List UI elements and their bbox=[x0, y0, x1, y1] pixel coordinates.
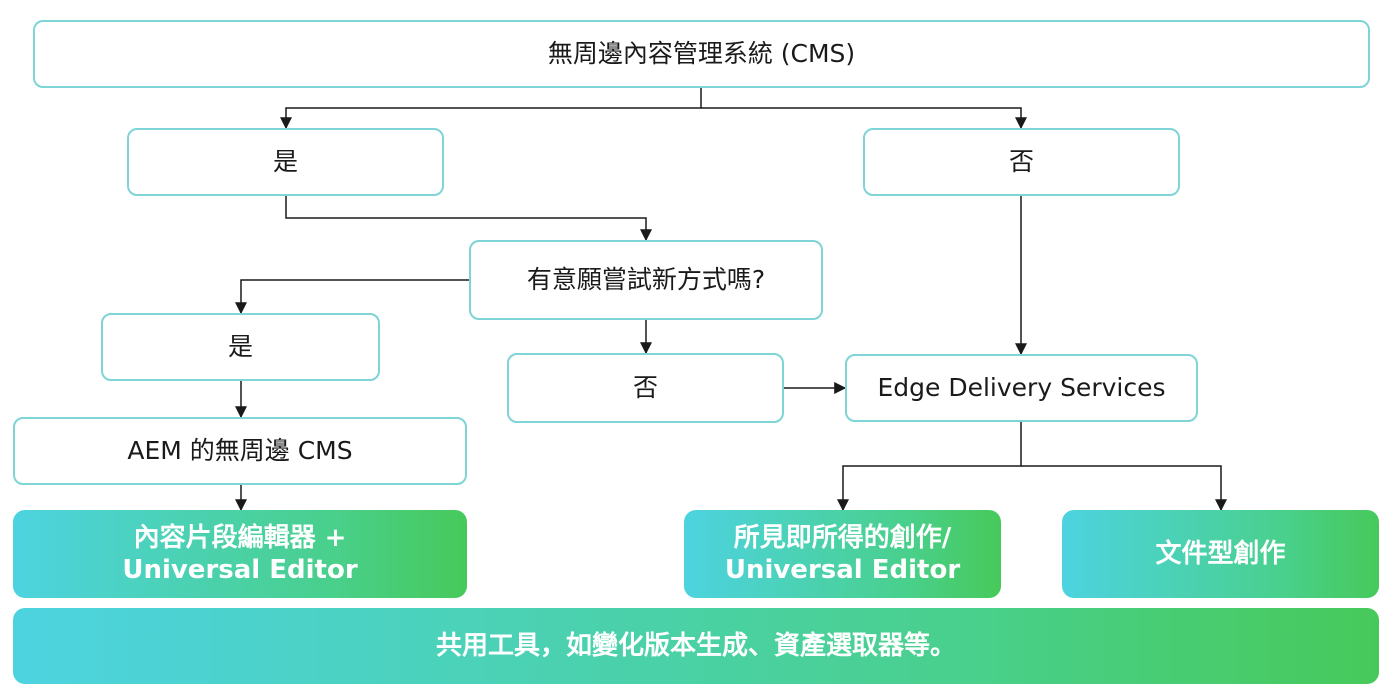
aem-headless-node: AEM 的無周邊 CMS bbox=[13, 417, 467, 485]
root-node-label: 無周邊內容管理系統 (CMS) bbox=[547, 39, 856, 68]
connector-root-to-no bbox=[701, 107, 1027, 130]
no-node-2-label: 否 bbox=[632, 373, 658, 402]
edge-delivery-node-label: Edge Delivery Services bbox=[877, 373, 1166, 402]
shared-tools-banner: 共用工具，如變化版本生成、資產選取器等。 bbox=[13, 608, 1379, 684]
content-fragment-editor-line2: Universal Editor bbox=[122, 555, 358, 585]
edge-delivery-node: Edge Delivery Services bbox=[845, 354, 1198, 422]
connector-edge-to-wysiwyg bbox=[837, 422, 1022, 512]
yes-node-1-label: 是 bbox=[272, 147, 298, 176]
no-node-1: 否 bbox=[863, 128, 1180, 196]
yes-node-1: 是 bbox=[127, 128, 444, 196]
connector-edge-to-document bbox=[1021, 465, 1227, 512]
question-node-label: 有意願嘗試新方式嗎? bbox=[526, 265, 766, 294]
connector-question-to-yes bbox=[235, 279, 469, 315]
connector-root-to-yes bbox=[280, 88, 702, 130]
wysiwyg-authoring-line1: 所見即所得的創作/ bbox=[733, 522, 952, 553]
wysiwyg-authoring-line2: Universal Editor bbox=[724, 555, 961, 585]
root-node: 無周邊內容管理系統 (CMS) bbox=[33, 20, 1370, 88]
no-node-1-label: 否 bbox=[1008, 147, 1034, 176]
content-fragment-editor-line1: 內容片段編輯器 + bbox=[133, 522, 347, 553]
aem-headless-node-label: AEM 的無周邊 CMS bbox=[127, 436, 353, 465]
document-authoring-label: 文件型創作 bbox=[1155, 538, 1286, 569]
yes-node-2-label: 是 bbox=[227, 332, 253, 361]
document-authoring-node: 文件型創作 bbox=[1062, 510, 1379, 598]
no-node-2: 否 bbox=[507, 353, 784, 423]
content-fragment-editor-node: 內容片段編輯器 + Universal Editor bbox=[13, 510, 467, 598]
wysiwyg-authoring-node: 所見即所得的創作/ Universal Editor bbox=[684, 510, 1001, 598]
yes-node-2: 是 bbox=[101, 313, 380, 381]
shared-tools-label: 共用工具，如變化版本生成、資產選取器等。 bbox=[435, 630, 956, 661]
question-node: 有意願嘗試新方式嗎? bbox=[469, 240, 823, 320]
connector-yes-to-question bbox=[285, 196, 652, 242]
